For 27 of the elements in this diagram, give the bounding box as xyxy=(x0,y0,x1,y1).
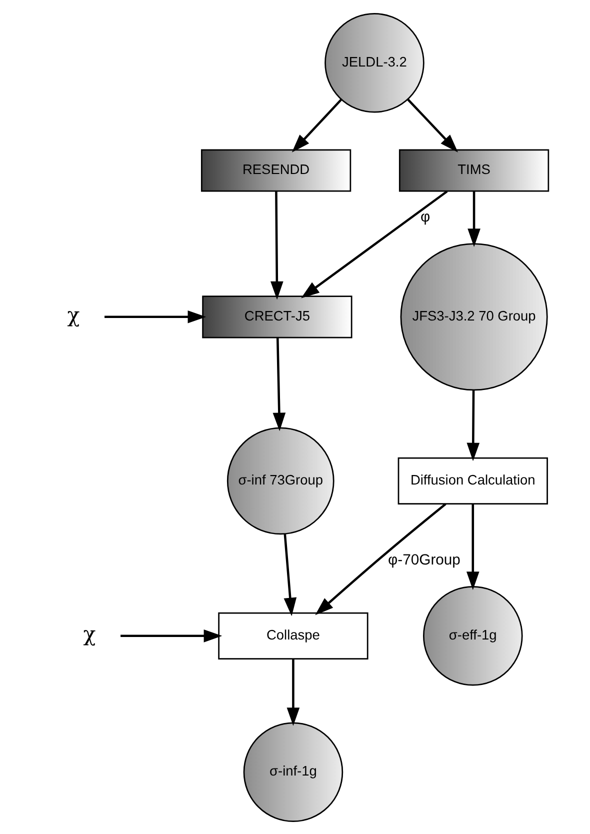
arrow xyxy=(283,534,296,616)
arrow xyxy=(272,337,286,431)
arrow xyxy=(466,503,479,590)
arrow xyxy=(120,628,222,642)
node-circle: JFS3-J3.2 70 Group xyxy=(400,242,548,390)
arrow xyxy=(291,98,342,152)
edge-label: φ-70Group xyxy=(388,552,460,568)
node-circle: JELDL-3.2 xyxy=(324,12,424,112)
node-text: χ xyxy=(82,621,96,646)
arrow xyxy=(314,502,446,615)
arrow xyxy=(300,190,448,298)
arrow xyxy=(270,190,283,300)
node-box: Collaspe xyxy=(218,612,368,659)
arrow xyxy=(406,98,458,152)
arrow xyxy=(286,658,300,726)
edge-label: φ xyxy=(420,208,430,225)
node-circle: σ-inf-1g xyxy=(242,722,343,822)
node-circle: σ-eff-1g xyxy=(422,586,522,686)
node-circle: σ-inf 73Group xyxy=(226,426,334,534)
node-box: TIMS xyxy=(398,148,549,192)
arrow xyxy=(467,190,480,246)
arrow xyxy=(466,390,480,461)
node-box: RESENDD xyxy=(200,148,351,192)
node-text: χ xyxy=(66,302,80,326)
arrow xyxy=(104,310,206,323)
node-box: CRECT-J5 xyxy=(202,295,352,338)
node-box: Diffusion Calculation xyxy=(397,456,548,504)
